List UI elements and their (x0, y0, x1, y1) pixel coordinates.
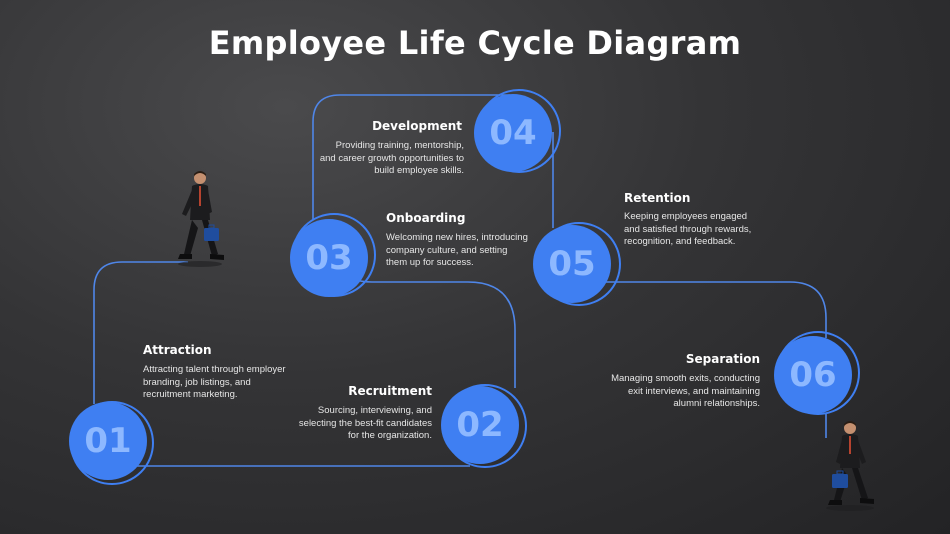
diagram-title: Employee Life Cycle Diagram (208, 24, 742, 62)
walking-businessman-icon (178, 171, 224, 267)
stage-02-number: 02 (441, 386, 519, 464)
stage-05-description: Keeping employees engaged and satisfied … (624, 211, 752, 247)
stage-03-title: Onboarding (386, 211, 466, 225)
stage-04-number: 04 (474, 94, 552, 172)
stage-01-description: Attracting talent through employer brand… (143, 364, 286, 400)
walking-businessman-icon (826, 421, 874, 511)
stage-06-title: Separation (685, 352, 760, 366)
path-segment-01-start (93, 261, 188, 404)
path-segment-03-04 (312, 94, 510, 220)
path-segment-02-03 (339, 269, 516, 388)
stage-01-number: 01 (69, 402, 147, 480)
stage-04-title: Development (372, 119, 462, 133)
stage-01-title: Attraction (143, 343, 212, 357)
stage-02-title: Recruitment (348, 384, 432, 398)
briefcase-icon (832, 470, 848, 488)
stage-04-description: Providing training, mentorship, and care… (319, 140, 464, 176)
stage-05-number: 05 (533, 225, 611, 303)
stage-05-title: Retention (624, 191, 691, 205)
stage-06-description: Managing smooth exits, conducting exit i… (611, 373, 760, 409)
briefcase-icon (204, 224, 219, 241)
stage-02-description: Sourcing, interviewing, and selecting th… (298, 405, 432, 441)
stage-03-number: 03 (290, 219, 368, 297)
path-segment-05-06 (600, 281, 827, 338)
stage-03-description: Welcoming new hires, introducing company… (386, 232, 528, 268)
stage-06-number: 06 (774, 336, 852, 414)
